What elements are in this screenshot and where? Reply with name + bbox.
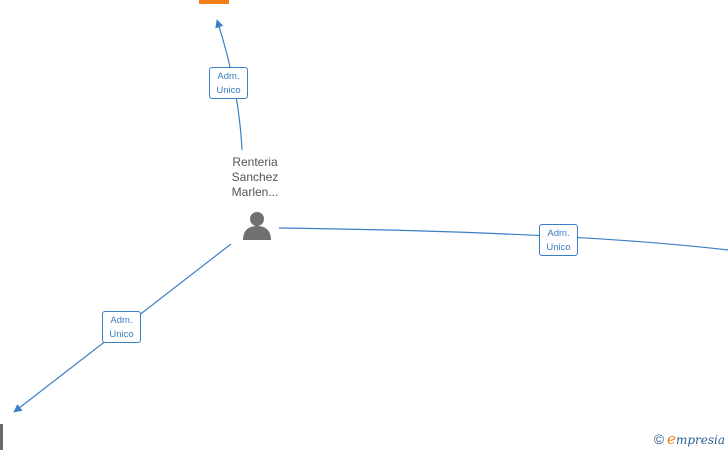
copyright-symbol: © xyxy=(653,431,665,447)
person-icon[interactable] xyxy=(243,212,271,240)
edge-label-top-line-1: Adm. xyxy=(217,71,240,82)
edge-line-right xyxy=(278,227,728,251)
person-name-line-3: Marlen... xyxy=(231,185,279,199)
person-name-label[interactable]: Renteria Sanchez Marlen... xyxy=(205,155,305,200)
edge-label-right-line-1: Adm. xyxy=(547,228,570,239)
edge-label-bottom-left-line-1: Adm. xyxy=(110,315,133,326)
node-edge-marker-bottom-left[interactable] xyxy=(0,424,3,450)
edge-label-bottom-left: Adm. Unico xyxy=(102,311,141,343)
edge-label-top: Adm. Unico xyxy=(209,67,248,99)
person-name-line-1: Renteria xyxy=(232,155,278,169)
empresia-watermark: ©empresia xyxy=(654,430,725,448)
company-icon-top[interactable] xyxy=(199,0,229,4)
brand-logo-letter: e xyxy=(667,430,676,448)
edge-label-right-line-2: Unico xyxy=(546,242,571,253)
edge-label-right: Adm. Unico xyxy=(539,224,578,256)
edge-label-top-line-2: Unico xyxy=(216,85,241,96)
edge-label-bottom-left-line-2: Unico xyxy=(109,329,134,340)
brand-logo-text: mpresia xyxy=(675,433,725,447)
person-name-line-2: Sanchez xyxy=(231,170,279,184)
